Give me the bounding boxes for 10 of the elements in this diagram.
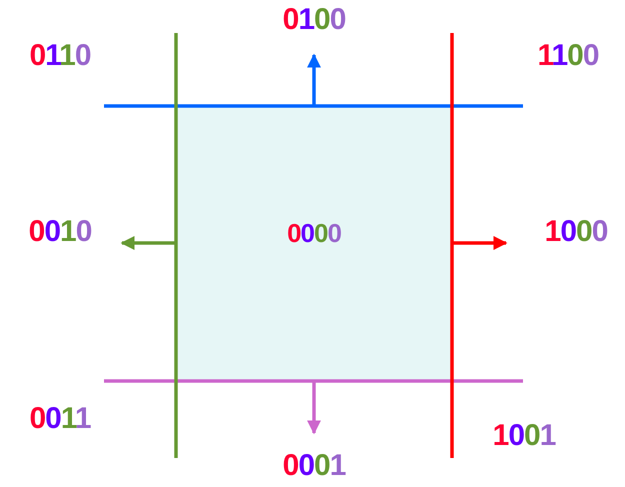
region-code: 0000 xyxy=(287,217,341,249)
region-code: 1000 xyxy=(544,216,608,248)
region-code: 1001 xyxy=(492,420,556,452)
region-code: 0110 xyxy=(29,40,91,72)
region-code: 0011 xyxy=(29,403,91,435)
region-code: 0001 xyxy=(282,450,346,482)
region-code: 0010 xyxy=(28,216,92,248)
region-code: 0100 xyxy=(282,4,346,36)
region-box xyxy=(177,107,451,380)
region-code: 1100 xyxy=(537,40,599,72)
